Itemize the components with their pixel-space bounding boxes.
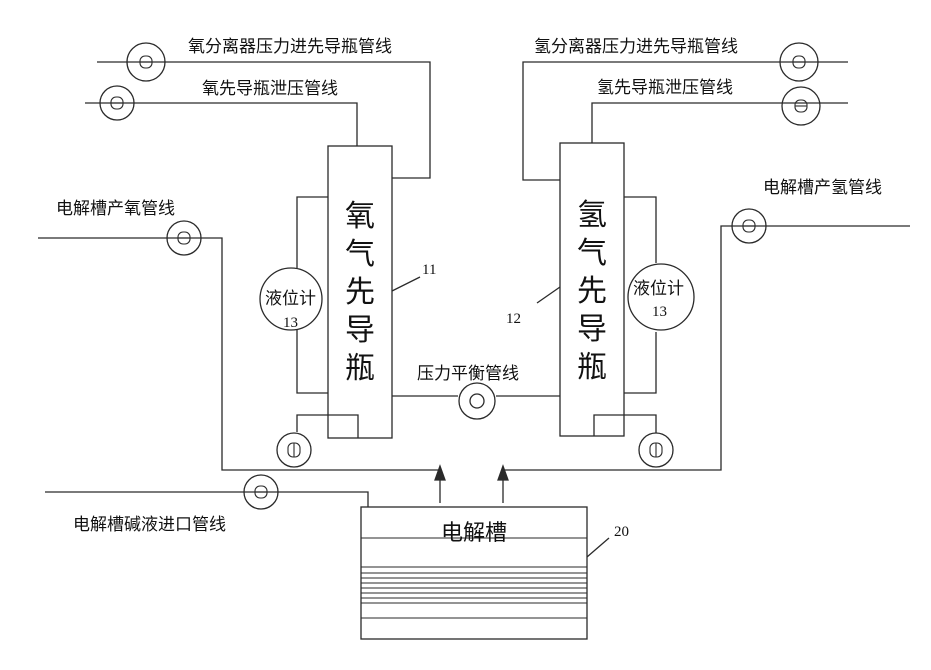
left-level-gauge-number: 13: [283, 316, 298, 331]
pressure-balance-line-label: 压力平衡管线: [417, 366, 519, 383]
cell-h2-product-pipe: [503, 226, 910, 503]
electrolyzer-tank-lines: [361, 538, 587, 618]
left-level-gauge-label: 液位计: [265, 291, 316, 308]
h2-pilot-bottle-label: 氢 气 先 导 瓶: [574, 197, 610, 387]
o2-pilot-bottle-label: 氧 气 先 导 瓶: [342, 198, 378, 388]
o2-pilot-relief-line-label: 氧先导瓶泄压管线: [202, 81, 338, 98]
valve-inner-symbols: [111, 56, 807, 498]
o2-pilot-relief-pipe: [85, 103, 357, 146]
alkali-inlet-pipe: [45, 492, 368, 507]
right-level-gauge-label: 液位计: [633, 281, 684, 298]
ref-11-leader: [392, 277, 420, 291]
h2-bottle-bottom-pipe: [594, 415, 656, 436]
cell-h2-line-label: 电解槽产氢管线: [763, 180, 882, 197]
alkali-inlet-line-label: 电解槽碱液进口管线: [73, 517, 226, 534]
right-level-gauge-number: 13: [652, 305, 667, 320]
h2-flow-arrow: [498, 466, 508, 480]
ref-number-12: 12: [506, 312, 521, 327]
ref-number-11: 11: [422, 263, 436, 278]
h2-pilot-relief-line-label: 氢先导瓶泄压管线: [597, 80, 733, 97]
ref-20-leader: [587, 538, 609, 557]
cell-o2-line-label: 电解槽产氧管线: [56, 201, 175, 218]
ref-number-20: 20: [614, 525, 629, 540]
cell-o2-product-pipe: [38, 238, 440, 503]
ref-12-leader: [537, 287, 560, 303]
pressure-balance-valve: [459, 383, 495, 419]
electrolyzer-label: 电解槽: [441, 523, 507, 545]
pressure-balance-valve-inner: [470, 394, 484, 408]
o2-separator-pressure-line-label: 氧分离器压力进先导瓶管线: [188, 39, 392, 56]
o2-flow-arrow: [435, 466, 445, 480]
h2-separator-pressure-line-label: 氢分离器压力进先导瓶管线: [534, 39, 738, 56]
